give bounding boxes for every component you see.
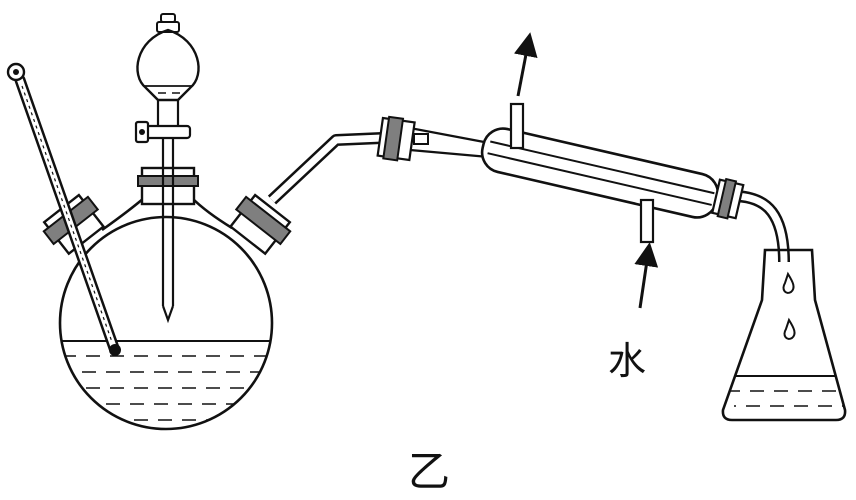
funnel-stopper	[156, 21, 180, 33]
water-outlet	[509, 102, 525, 150]
water-in-arrow	[634, 242, 659, 309]
droplet	[783, 317, 796, 340]
erlenmeyer-body	[721, 248, 847, 422]
outlet-stopper	[710, 177, 745, 220]
delivery-tube	[267, 132, 383, 205]
outlet-tube	[731, 190, 790, 263]
flask-body	[58, 215, 274, 431]
flask-liquid	[60, 340, 272, 421]
water-inlet	[639, 198, 655, 244]
thermometer-bulb	[109, 344, 121, 356]
water-out-arrow	[513, 32, 538, 97]
flask-right-neck	[228, 193, 292, 256]
liebig-condenser	[480, 102, 720, 244]
figure-label: 乙	[408, 447, 450, 496]
erlenmeyer-flask	[721, 248, 847, 422]
three-neck-flask	[42, 166, 292, 431]
erlenmeyer-liquid	[722, 375, 846, 407]
droplet	[782, 271, 795, 294]
thermometer	[6, 62, 121, 356]
stopcock	[144, 124, 192, 140]
adapter-stopper	[376, 115, 416, 162]
center-stopper	[137, 175, 199, 187]
water-label: 水	[608, 339, 646, 383]
funnel-bulb	[136, 28, 200, 102]
